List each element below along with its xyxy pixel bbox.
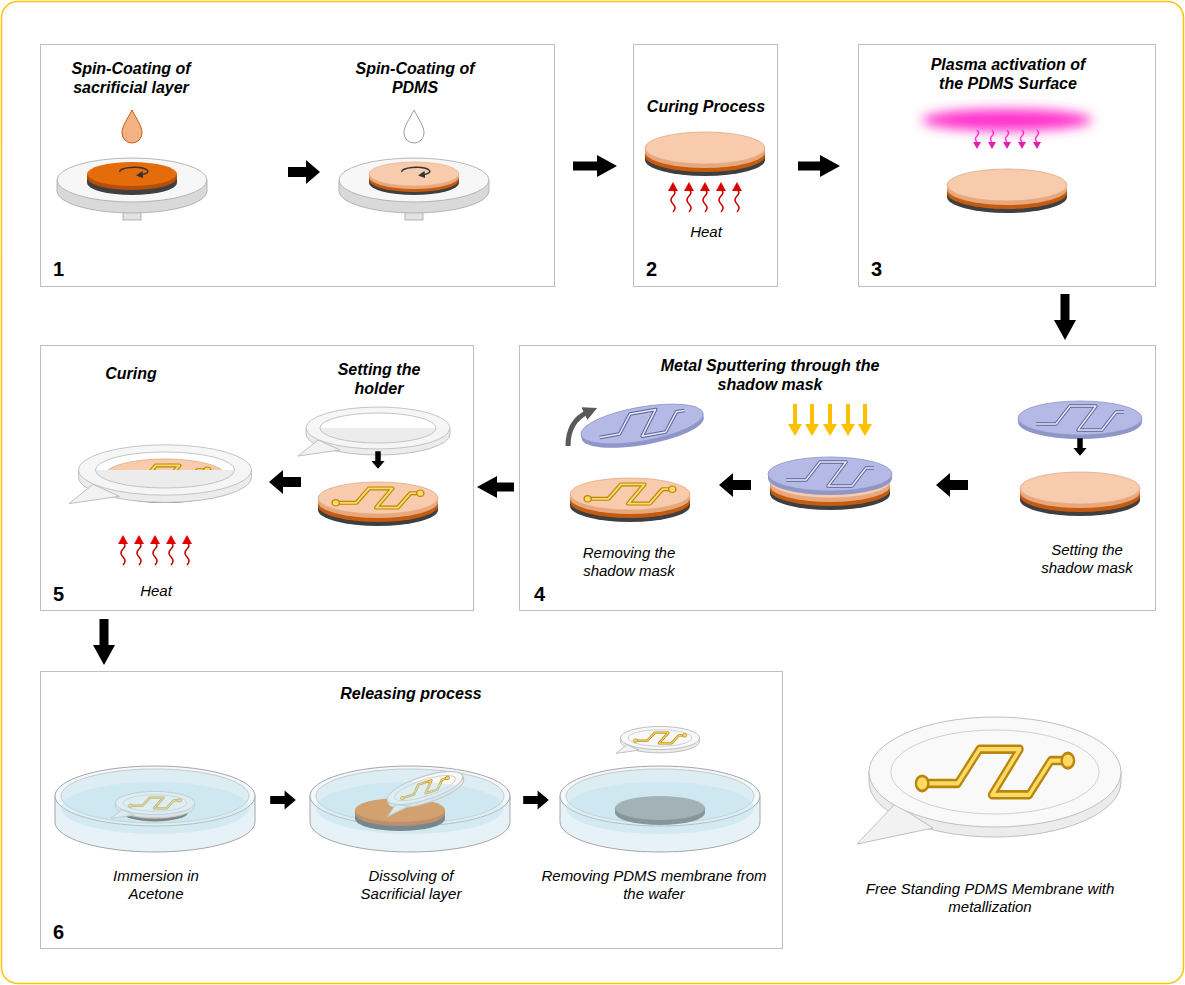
illustration-part: [616, 726, 700, 753]
curing-illustration: [645, 132, 765, 212]
step-panel: Plasma activation of the PDMS Surface 3: [858, 44, 1156, 287]
heat-caption: Heat: [126, 582, 186, 600]
step-title: Spin-Coating of sacrificial layer: [46, 59, 216, 97]
illustration-part: [339, 158, 489, 220]
illustration-part: [916, 749, 1074, 795]
illustration-part: [891, 730, 1099, 814]
step-arrow: [497, 483, 514, 492]
illustration-part: [523, 790, 549, 809]
illustration-part: [936, 473, 968, 497]
plasma-illustration: [922, 109, 1092, 213]
illustration-part: [1003, 130, 1011, 149]
illustration-part: [1020, 472, 1140, 516]
illustration-part: [823, 404, 837, 436]
step-title: Setting the holder: [323, 360, 435, 398]
illustration-part: [841, 404, 855, 436]
step-title: Releasing process: [311, 684, 511, 703]
illustration-part: [316, 782, 504, 834]
step-number: 2: [646, 257, 670, 281]
substep-caption: Dissolving of Sacrificial layer: [341, 867, 481, 903]
step-title: Spin-Coating of PDMS: [345, 59, 485, 97]
illustration-part: [120, 167, 148, 175]
illustration-part: [122, 110, 142, 143]
illustration-part: [57, 158, 207, 220]
illustration-part: [578, 396, 707, 455]
illustration-part: [768, 457, 892, 495]
illustration-part: [805, 404, 819, 436]
illustration-part: [1073, 438, 1086, 456]
illustration-part: [719, 473, 751, 497]
step-title: Curing Process: [638, 97, 774, 116]
illustration-part: [318, 482, 438, 526]
illustration-part: [269, 470, 301, 494]
step-title: Curing: [91, 364, 171, 383]
step-number: 6: [53, 920, 77, 944]
illustration-part: [404, 110, 424, 143]
illustration-part: [973, 130, 981, 149]
release-illustration: [55, 726, 760, 852]
step-arrow: [573, 162, 597, 171]
illustration-part: [55, 766, 255, 852]
holder-curing-illustration: [69, 407, 450, 565]
sputtering-illustration: [568, 396, 1142, 522]
substep-caption: Removing PDMS membrane from the wafer: [529, 867, 779, 903]
illustration-part: [402, 167, 430, 175]
illustration-part: [947, 169, 1067, 213]
illustration-part: [570, 478, 690, 522]
free-membrane-illustration: [857, 717, 1121, 844]
spin-coating-illustration: [57, 110, 489, 220]
illustration-part: [61, 782, 249, 834]
substep-caption: Immersion in Acetone: [96, 867, 216, 903]
step-panel: Spin-Coating of sacrificial layer Spin-Co…: [40, 44, 555, 287]
illustration-part: [371, 451, 384, 469]
step-title: Metal Sputtering through the shadow mask: [660, 356, 880, 394]
step-number: 3: [871, 257, 895, 281]
illustration-part: [645, 132, 765, 176]
illustration-part: [869, 717, 1121, 827]
illustration-part: [270, 790, 296, 809]
illustration-part: [69, 445, 251, 504]
illustration-part: [1018, 401, 1142, 439]
illustration-part: [1033, 130, 1041, 149]
step-panel: Curing ProcessHeat 2: [633, 44, 778, 287]
step-panel: Releasing processImmersion in Acetone Dis…: [40, 671, 783, 949]
step-panel: Metal Sputtering through the shadow mask…: [519, 345, 1156, 611]
step-arrow: [1061, 294, 1070, 320]
illustration-part: [310, 766, 510, 852]
illustration-part: [1018, 130, 1026, 149]
illustration-part: [369, 162, 459, 195]
illustration-part: [560, 766, 760, 852]
illustration-part: [568, 412, 588, 446]
step-title: Plasma activation of the PDMS Surface: [918, 55, 1098, 93]
illustration-part: [332, 488, 424, 507]
illustration-part: [668, 182, 742, 212]
illustration-part: [584, 484, 676, 503]
step-arrow: [798, 162, 820, 171]
illustration-part: [858, 404, 872, 436]
step-number: 4: [534, 582, 558, 606]
step-arrow: [100, 619, 109, 645]
illustration-part: [788, 404, 802, 436]
substep-caption: Removing the shadow mask: [569, 544, 689, 580]
illustration-part: [288, 160, 320, 184]
step-number: 1: [53, 257, 77, 281]
heat-caption: Heat: [676, 223, 736, 241]
illustration-part: [87, 162, 177, 195]
substep-caption: Setting the shadow mask: [1031, 541, 1143, 577]
illustration-part: [118, 535, 192, 565]
illustration-part: [922, 109, 1092, 131]
step-panel: Curing Setting the holderHeat 5: [40, 345, 474, 611]
figure-caption: Free Standing PDMS Membrane with metalli…: [860, 880, 1120, 916]
illustration-part: [298, 407, 450, 456]
illustration-part: [566, 782, 754, 834]
step-number: 5: [53, 582, 77, 606]
illustration-part: [988, 130, 996, 149]
